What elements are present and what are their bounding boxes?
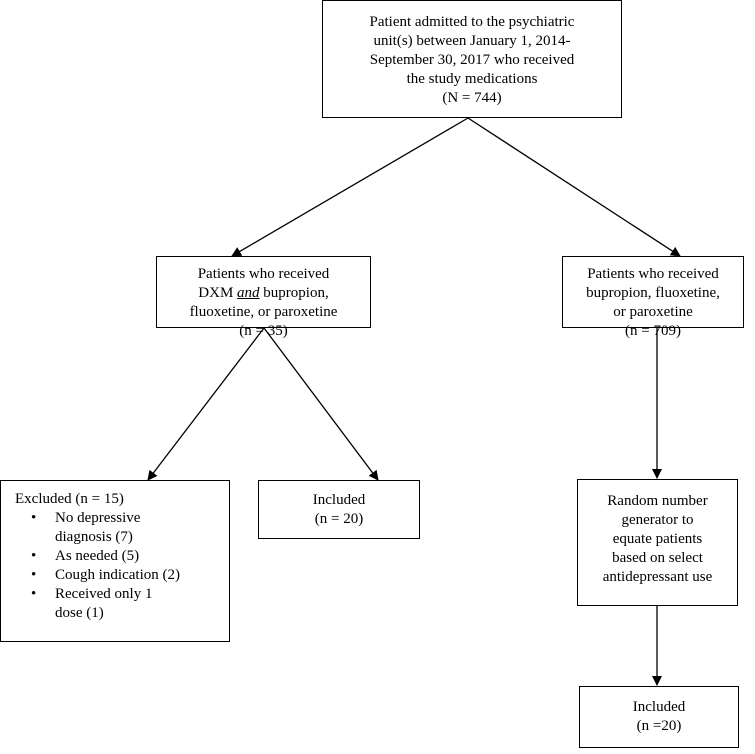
excluded-box: Excluded (n = 15) • No depressive diagno… [0, 480, 230, 642]
dxm-line-2-pre: DXM [198, 285, 238, 301]
exclusion-reason-item: • No depressive diagnosis (7) [15, 509, 229, 547]
bullet-icon: • [31, 510, 37, 526]
exclusion-reason-line: Cough indication (2) [55, 567, 180, 583]
dxm-patients-box: Patients who received DXM and bupropion,… [156, 256, 371, 339]
random-generator-box: Random number generator to equate patien… [577, 479, 738, 606]
random-line-1: Random number [607, 493, 708, 509]
random-line-3: equate patients [612, 531, 703, 547]
nondxm-line-3: or paroxetine [613, 304, 693, 320]
dxm-count: (n = 35) [239, 323, 288, 339]
nondxm-patients-box: Patients who received bupropion, fluoxet… [562, 256, 744, 339]
exclusion-reasons-list: • No depressive diagnosis (7) • As neede… [15, 509, 229, 623]
dxm-line-2: DXM and bupropion, [157, 284, 370, 303]
included-left-label: Included [312, 492, 366, 508]
random-line-2: generator to [621, 512, 694, 528]
arrow-top-to-nodxm [467, 117, 681, 257]
bullet-icon: • [31, 586, 37, 602]
arrow-dxm-to-included-left [263, 327, 379, 481]
dxm-line-1: Patients who received [197, 266, 330, 282]
random-line-4: based on select [612, 550, 703, 566]
exclusion-reason-line: dose (1) [55, 605, 104, 621]
admitted-line-2: unit(s) between January 1, 2014- [373, 33, 571, 49]
exclusion-reason-line: As needed (5) [55, 548, 140, 564]
dxm-and-emphasis: and [237, 285, 260, 301]
exclusion-reason-item: • As needed (5) [15, 547, 229, 566]
exclusion-reason-item: • Received only 1 dose (1) [15, 585, 229, 623]
included-right-label: Included [632, 699, 686, 715]
admitted-total-count: (N = 744) [442, 90, 502, 106]
nondxm-line-1: Patients who received [587, 266, 719, 282]
nondxm-count: (n = 709) [625, 323, 681, 339]
included-left-box: Included (n = 20) [258, 480, 420, 539]
exclusion-reason-line: Received only 1 [55, 586, 153, 602]
included-right-count: (n =20) [636, 718, 682, 734]
random-line-5: antidepressant use [602, 569, 713, 585]
exclusion-reason-line: diagnosis (7) [55, 529, 133, 545]
admitted-patients-box: Patient admitted to the psychiatric unit… [322, 0, 622, 118]
exclusion-reason-item: • Cough indication (2) [15, 566, 229, 585]
exclusion-reason-line: No depressive [55, 510, 141, 526]
included-left-count: (n = 20) [314, 511, 364, 527]
bullet-icon: • [31, 567, 37, 583]
arrow-dxm-to-excluded [147, 327, 265, 481]
dxm-line-3: fluoxetine, or paroxetine [189, 304, 338, 320]
included-right-box: Included (n =20) [579, 686, 739, 748]
admitted-line-4: the study medications [406, 71, 538, 87]
excluded-title: Excluded (n = 15) [15, 491, 124, 507]
arrow-top-to-dxm [231, 117, 469, 257]
nondxm-line-2: bupropion, fluoxetine, [586, 285, 720, 301]
admitted-line-3: September 30, 2017 who received [369, 52, 575, 68]
admitted-line-1: Patient admitted to the psychiatric [369, 14, 575, 30]
bullet-icon: • [31, 548, 37, 564]
dxm-line-2-post: bupropion, [259, 285, 329, 301]
